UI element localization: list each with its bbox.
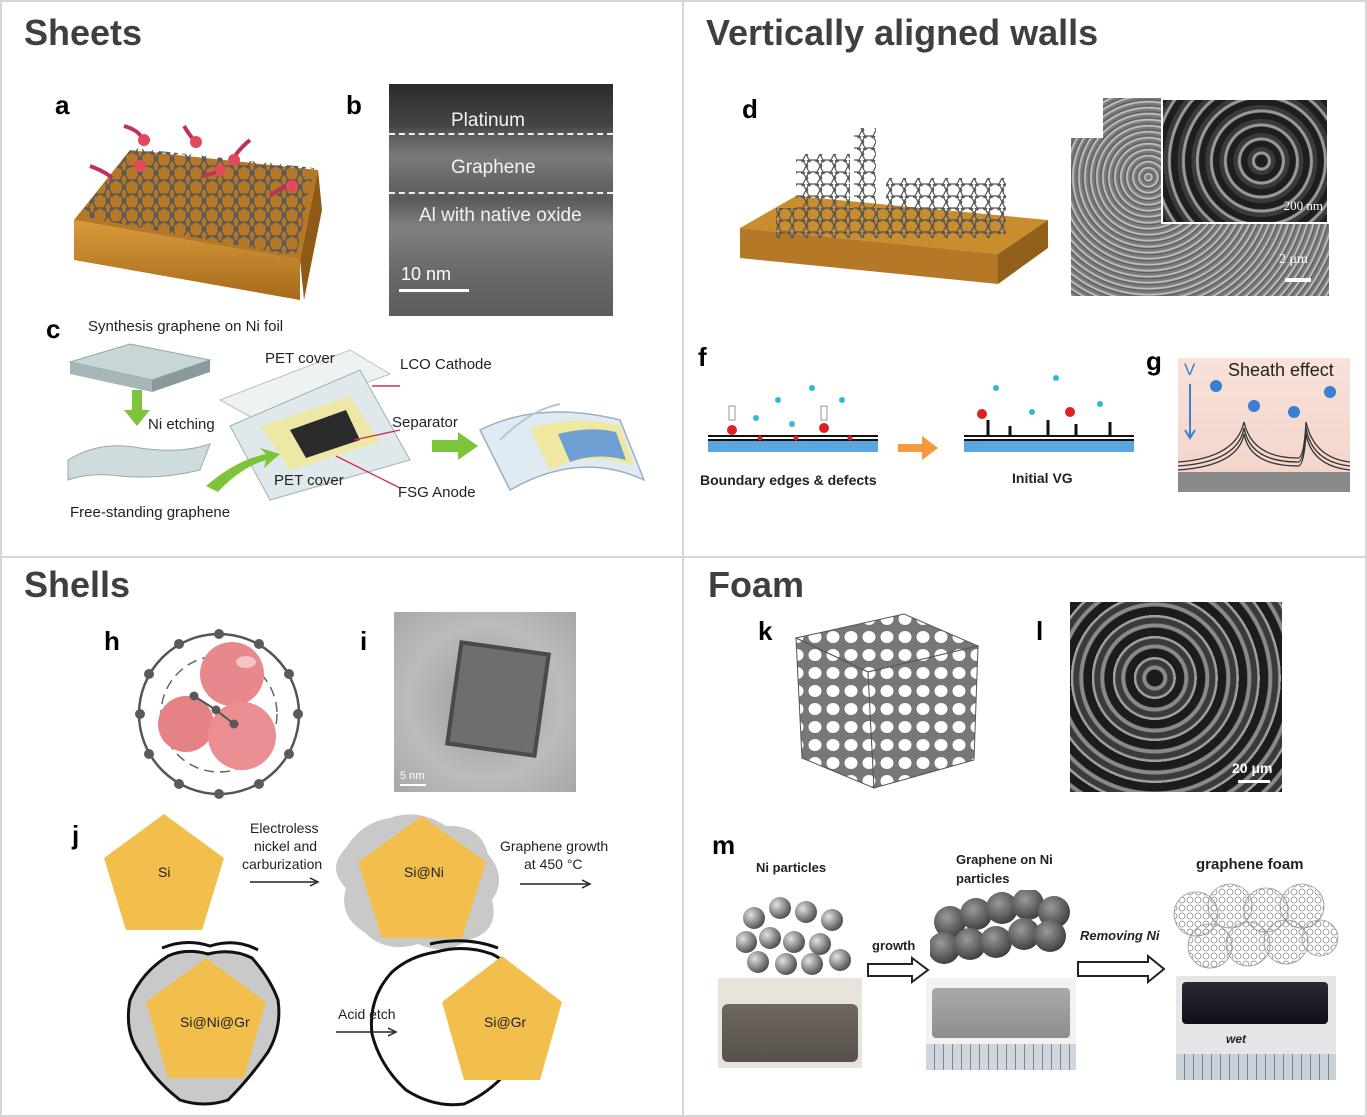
panel-label-m: m (712, 830, 736, 860)
panel-label-h: h (104, 626, 120, 656)
platinum-label: Platinum (451, 110, 525, 131)
sinigr-pentagon (146, 958, 266, 1078)
sigr-pentagon (442, 956, 562, 1080)
panel-label-l: l (1036, 616, 1044, 646)
j-sinigr-label: Si@Ni@Gr (180, 1014, 250, 1030)
panel-j-illustration (104, 814, 592, 1107)
panel-label-k: k (758, 616, 773, 646)
c-lco-cathode: LCO Cathode (400, 356, 492, 373)
graphene-label: Graphene (451, 157, 536, 178)
panel-d-illustration (740, 128, 1048, 284)
section-title-walls: Vertically aligned walls (706, 12, 1099, 53)
c-fsg-anode: FSG Anode (398, 484, 476, 501)
al-oxide-label: Al with native oxide (419, 205, 582, 226)
panel-label-f: f (698, 342, 707, 372)
m-graphene-on-ni-2: particles (956, 871, 1010, 886)
j-step3-label: Acid etch (338, 1006, 396, 1022)
section-title-shells: Shells (24, 564, 131, 605)
panel-a-illustration (74, 124, 322, 300)
scale-bar-b: 10 nm (401, 264, 452, 284)
c-pet-cover-bottom: PET cover (274, 472, 344, 489)
scale-label-i: 5 nm (400, 770, 425, 782)
j-step2-line1: Graphene growth (500, 838, 609, 854)
panel-g-sheath: V Sheath effect (1178, 358, 1350, 492)
c-pet-cover-top: PET cover (265, 350, 335, 367)
panel-label-g: g (1146, 346, 1162, 376)
m-graphene-on-ni-1: Graphene on Ni (956, 852, 1053, 867)
c-synthesis-label: Synthesis graphene on Ni foil (88, 318, 284, 335)
f-initial-vg-label: Initial VG (1012, 470, 1073, 486)
j-step2-line2: at 450 °C (524, 856, 583, 872)
core-particle (200, 642, 264, 706)
panel-h-illustration (135, 629, 303, 799)
panel-label-d: d (742, 94, 758, 124)
m-removing-ni: Removing Ni (1080, 928, 1160, 943)
scale-label-e-inset: 200 nm (1283, 198, 1323, 213)
panel-label-c: c (46, 314, 61, 344)
j-step1-line1: Electroless (250, 820, 319, 836)
panel-i-tem-image: 5 nm (394, 612, 576, 792)
si-pentagon (104, 814, 224, 930)
i-particle (445, 640, 551, 758)
panel-m-photo-2 (926, 978, 1076, 1070)
panel-m-photo-1 (718, 978, 862, 1068)
scale-label-e: 2 μm (1279, 252, 1308, 267)
sini-pentagon (358, 816, 486, 938)
panel-label-i: i (360, 626, 368, 656)
panel-m-arrow-2 (1077, 954, 1166, 984)
panel-l-sem-image: 20 μm (1070, 602, 1282, 792)
g-title: Sheath effect (1228, 360, 1334, 380)
scale-label-l: 20 μm (1232, 760, 1273, 776)
j-sini-label: Si@Ni (404, 864, 444, 880)
panel-b-tem-image: Platinum Graphene Al with native oxide 1… (389, 84, 613, 316)
panel-m-foam (1173, 883, 1339, 969)
panel-m-spheres (736, 897, 851, 975)
m-graphene-foam: graphene foam (1196, 856, 1304, 873)
j-si-label: Si (158, 864, 171, 880)
panel-m-coated (930, 890, 1070, 964)
panel-m-photo-3 (1176, 976, 1336, 1080)
j-step1-line3: carburization (242, 856, 323, 872)
f-boundary-label: Boundary edges & defects (700, 472, 877, 488)
m-growth: growth (872, 938, 916, 953)
panel-label-j: j (72, 820, 80, 850)
j-step1-line2: nickel and (254, 838, 318, 854)
adsorbate-1 (123, 124, 144, 140)
panel-e-sem-image: 200 nm 2 μm (1071, 98, 1329, 296)
panel-e-inset: 200 nm (1161, 98, 1329, 224)
panel-f-illustration (708, 375, 1134, 460)
c-separator: Separator (392, 414, 458, 431)
c-free-standing: Free-standing graphene (70, 504, 231, 521)
j-sigr-label: Si@Gr (484, 1014, 527, 1030)
panel-m-arrow-1 (867, 956, 930, 984)
m-wet-label: wet (1226, 1032, 1247, 1046)
g-v-label: V (1184, 360, 1196, 379)
m-ni-particles: Ni particles (756, 860, 827, 875)
section-title-sheets: Sheets (24, 12, 143, 53)
panel-label-b: b (346, 90, 362, 120)
panel-c-illustration (67, 343, 646, 501)
panel-k-illustration (794, 613, 980, 789)
section-title-foam: Foam (708, 564, 805, 605)
panel-label-a: a (55, 90, 70, 120)
c-ni-etching: Ni etching (148, 416, 215, 433)
